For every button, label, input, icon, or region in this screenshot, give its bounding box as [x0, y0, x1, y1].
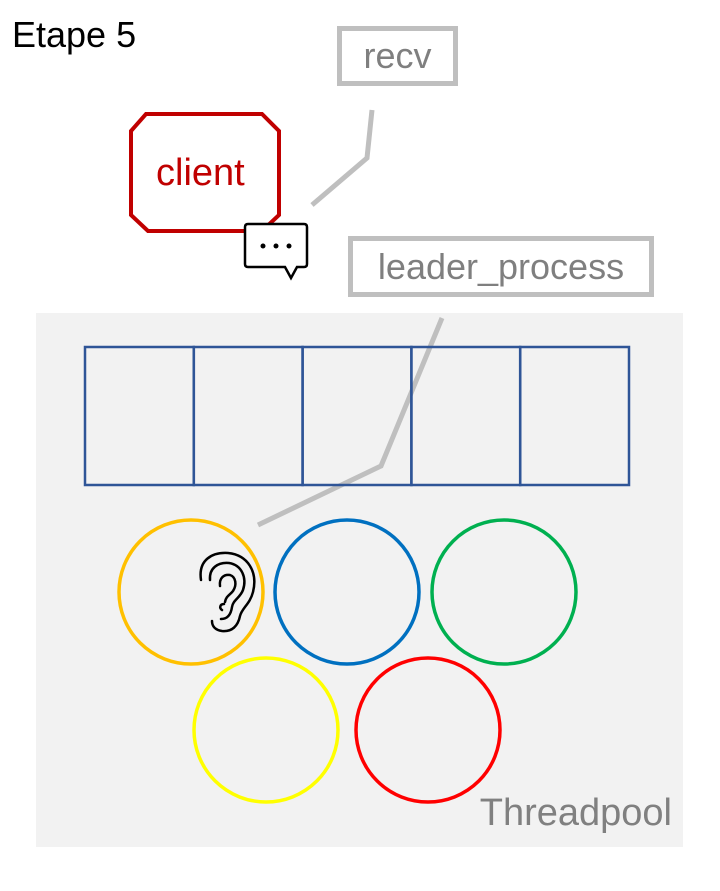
ear-icon: [199, 551, 256, 633]
threadpool-label: Threadpool: [479, 792, 672, 834]
thread-yellow: [192, 656, 340, 804]
leader-process-label: leader_process: [348, 236, 654, 297]
queue-slot: [301, 345, 413, 487]
recv-connector: [310, 109, 375, 207]
thread-orange: [117, 518, 265, 666]
queue-slot: [518, 345, 631, 487]
step-title: Etape 5: [12, 14, 137, 55]
client-label: client: [156, 152, 245, 194]
thread-green: [430, 518, 578, 666]
leader-connector: [256, 317, 445, 528]
recv-label: recv: [337, 26, 458, 86]
queue-slot: [410, 345, 522, 487]
queue-slot: [83, 345, 196, 487]
thread-red: [354, 656, 502, 804]
thread-blue: [273, 518, 421, 666]
queue-slot: [192, 345, 304, 487]
chat-bubble-icon: [243, 222, 309, 281]
queue: [83, 345, 631, 487]
thread-circles: [117, 518, 578, 804]
